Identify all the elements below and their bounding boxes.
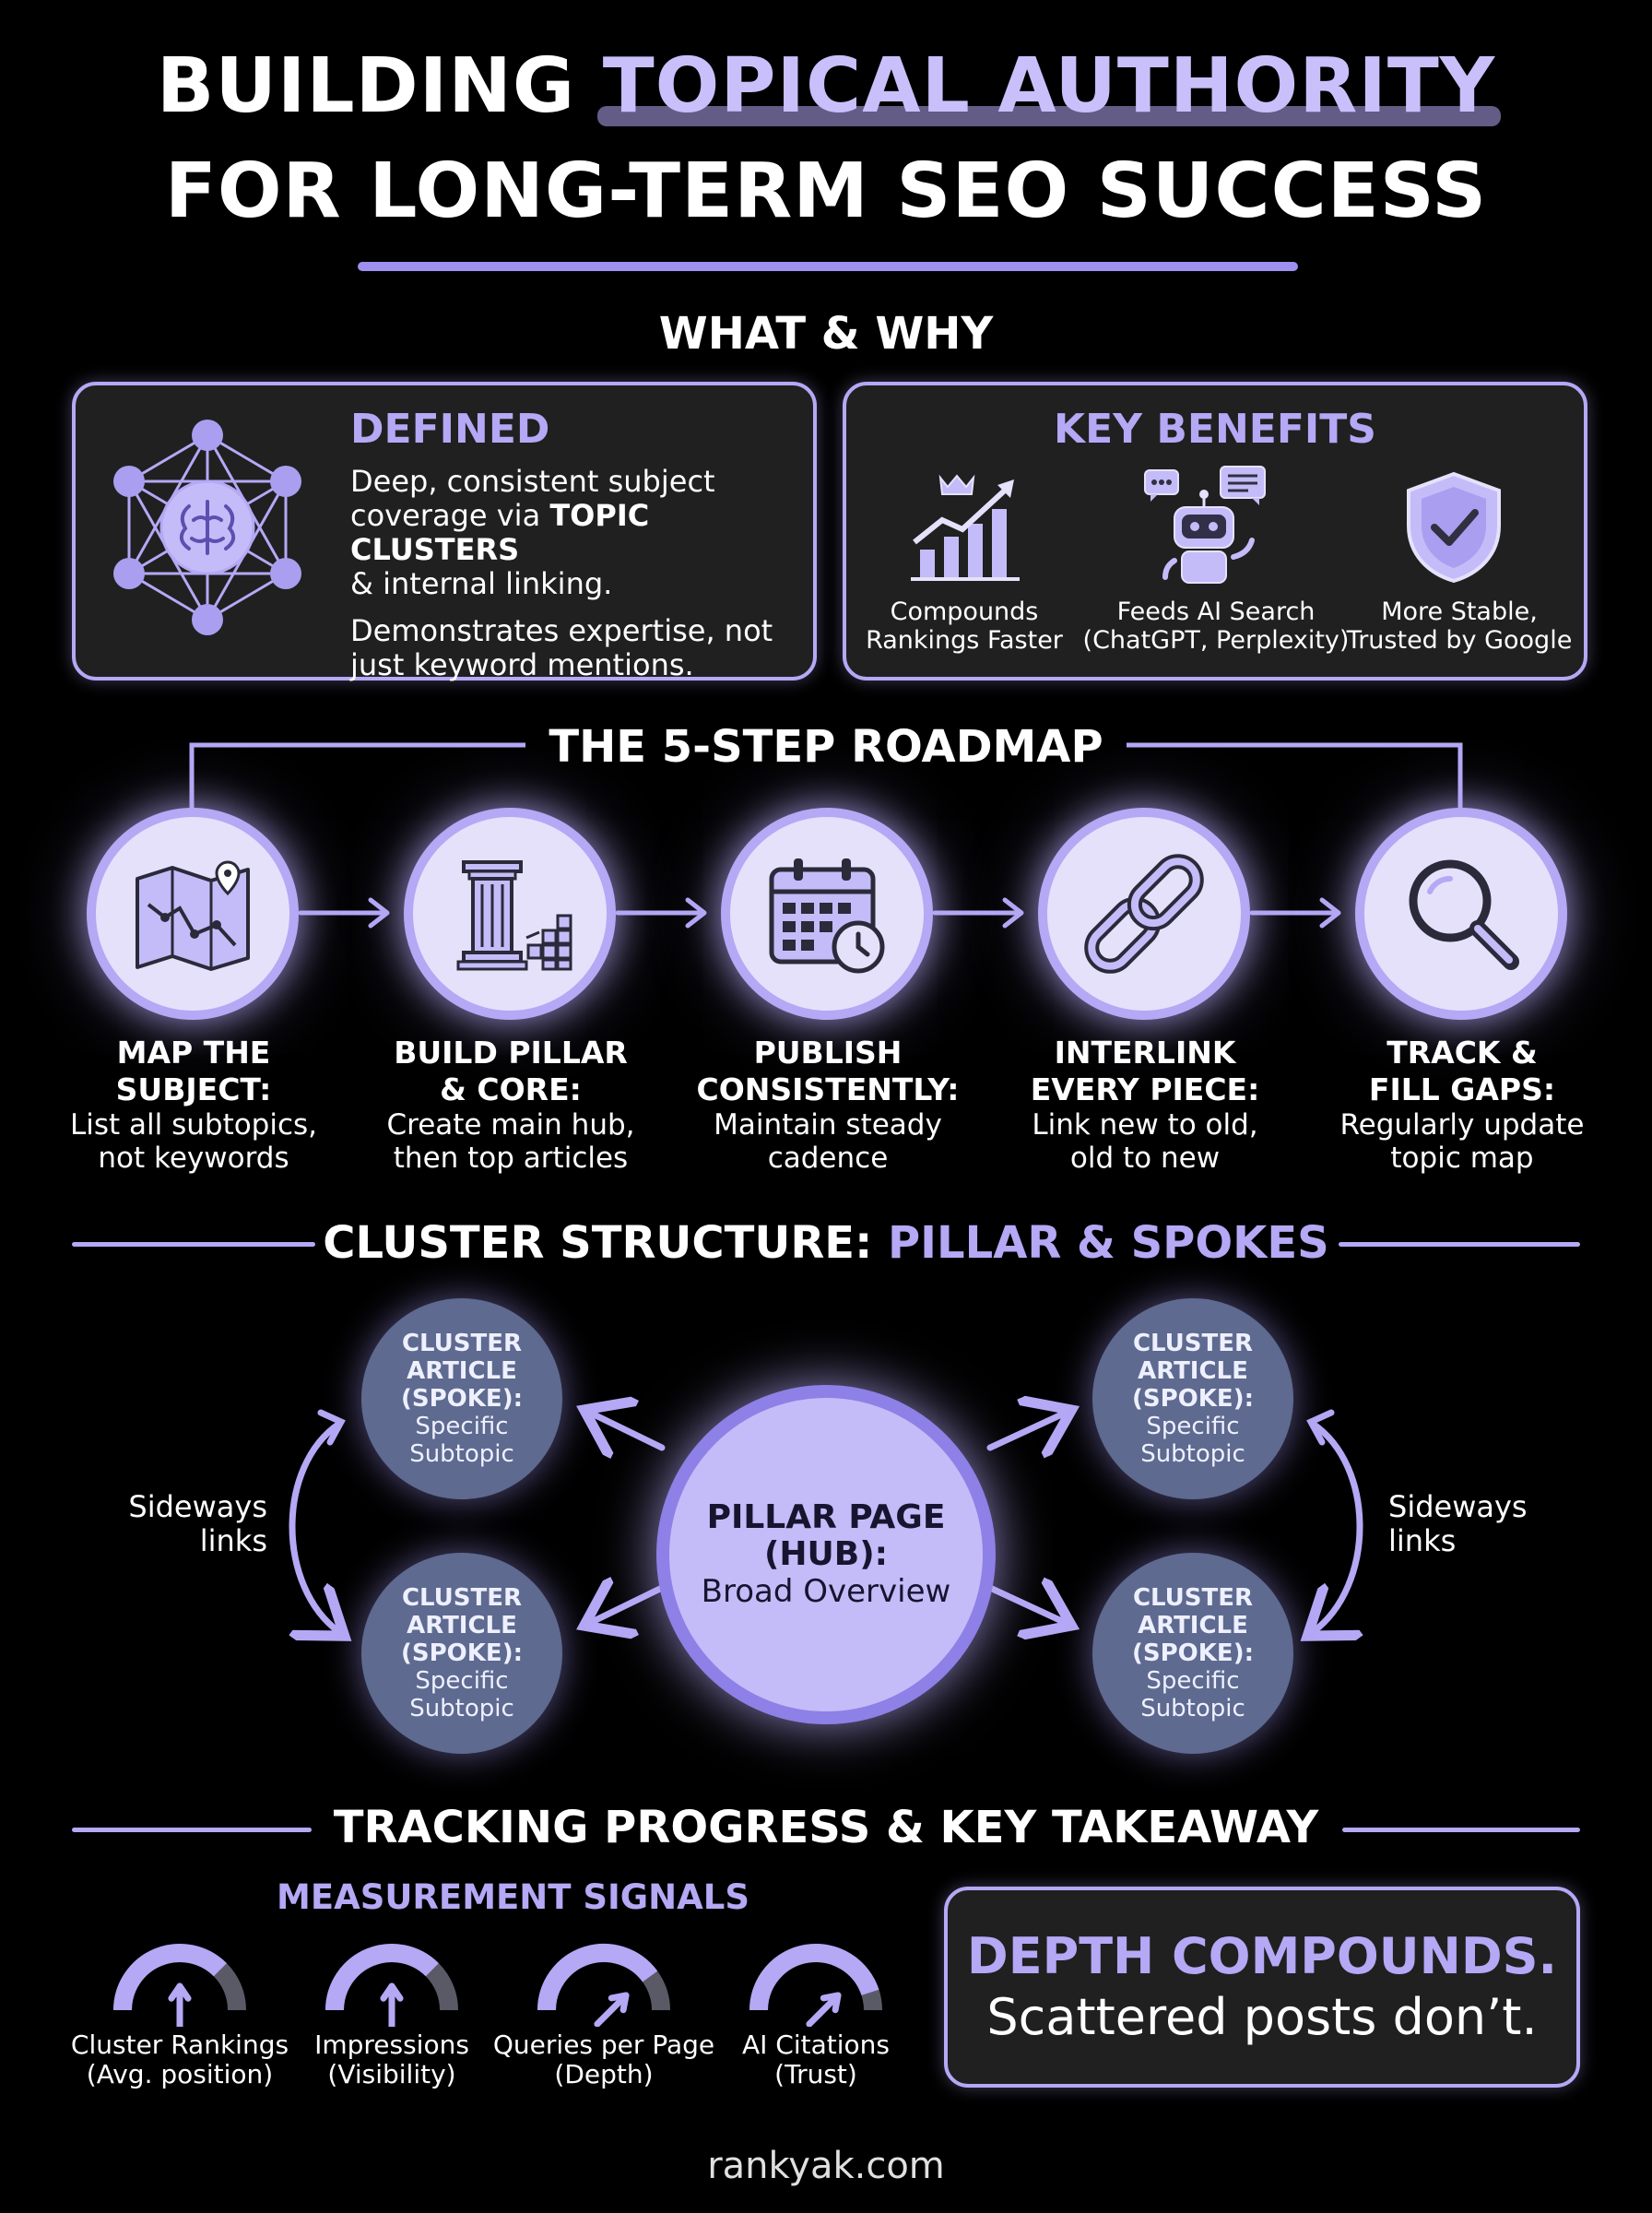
- spoke-bottom-left: CLUSTER ARTICLE (SPOKE): Specific Subtop…: [361, 1553, 562, 1754]
- defined-panel: DEFINED Deep, consistent subject coverag…: [72, 382, 817, 682]
- gauge-icon: [113, 1944, 246, 2030]
- defined-line-3: & internal linking.: [350, 566, 613, 601]
- pillar-icon: [456, 860, 572, 971]
- measurement-signals-title: MEASUREMENT SIGNALS: [277, 1877, 749, 1917]
- gauge-icon: [537, 1944, 670, 2028]
- title-line-1: BUILDING TOPICAL AUTHORITY: [0, 42, 1652, 130]
- gauge-icon: [749, 1944, 882, 2028]
- spoke-top-right: CLUSTER ARTICLE (SPOKE): Specific Subtop…: [1092, 1298, 1293, 1499]
- sideways-links-left: Sideways links: [128, 1489, 267, 1558]
- tracking-heading: TRACKING PROGRESS & KEY TAKEAWAY: [333, 1802, 1319, 1853]
- defined-text: Deep, consistent subject coverage via TO…: [350, 465, 793, 682]
- takeaway-headline: DEPTH COMPOUNDS.: [966, 1927, 1558, 1985]
- topic-clusters-emphasis: TOPIC CLUSTERS: [350, 498, 650, 567]
- benefit-label-1: Compounds Rankings Faster: [866, 598, 1063, 655]
- gauge-2: Impressions(Visibility): [277, 1935, 507, 2089]
- roadmap-bracket: [189, 742, 1463, 830]
- title-highlight: TOPICAL AUTHORITY: [596, 42, 1502, 130]
- step-1-circle: [87, 808, 299, 1020]
- roadmap-arrows: [298, 897, 1341, 929]
- step-2-circle: [404, 808, 616, 1020]
- map-icon: [136, 860, 250, 971]
- network-brain-icon: [113, 420, 301, 635]
- benefit-label-2: Feeds AI Search (ChatGPT, Perplexity): [1082, 598, 1350, 655]
- growth-chart-icon: [911, 474, 1020, 581]
- gauge-1: Cluster Rankings(Avg. position): [65, 1935, 295, 2089]
- gauge-icon: [325, 1944, 458, 2030]
- benefit-label-3: More Stable, Trusted by Google: [1346, 598, 1573, 655]
- shield-check-icon: [1407, 471, 1501, 584]
- step-4-circle: [1038, 808, 1250, 1020]
- takeaway-subline: Scattered posts don’t.: [986, 1988, 1538, 2046]
- title-underline: [358, 262, 1298, 271]
- defined-line-4: Demonstrates expertise, not: [350, 613, 773, 648]
- spoke-top-left: CLUSTER ARTICLE (SPOKE): Specific Subtop…: [361, 1298, 562, 1499]
- gauge-label: AI Citations(Trust): [741, 2030, 890, 2089]
- step-3-circle: [721, 808, 933, 1020]
- gauge-4: AI Citations(Trust): [701, 1935, 931, 2089]
- step-4-title: INTERLINK EVERY PIECE:: [1030, 1035, 1260, 1107]
- step-5-title: TRACK & FILL GAPS:: [1368, 1035, 1556, 1107]
- spoke-bottom-right: CLUSTER ARTICLE (SPOKE): Specific Subtop…: [1092, 1553, 1293, 1754]
- cluster-rule-right: [1339, 1242, 1580, 1247]
- magnifier-icon: [1409, 859, 1519, 970]
- title-line-2: FOR LONG-TERM SEO SUCCESS: [164, 148, 1488, 235]
- gauge-3: Queries per Page(Depth): [489, 1935, 719, 2089]
- step-1-desc: List all subtopics, not keywords: [69, 1108, 318, 1175]
- gauge-label: Queries per Page(Depth): [492, 2030, 715, 2089]
- step-5-desc: Regularly update topic map: [1339, 1108, 1585, 1175]
- gauge-label: Cluster Rankings(Avg. position): [70, 2030, 289, 2089]
- defined-line-2: coverage via TOPIC CLUSTERS: [350, 498, 650, 567]
- what-why-heading: WHAT & WHY: [658, 308, 994, 360]
- step-1-title: MAP THE SUBJECT:: [115, 1035, 272, 1107]
- key-benefits-panel: KEY BENEFITS Compounds Rankings Faster: [843, 382, 1587, 680]
- calendar-icon: [769, 858, 885, 974]
- sideways-links-right: Sideways links: [1388, 1489, 1528, 1558]
- key-benefits-title: KEY BENEFITS: [1054, 406, 1376, 453]
- gauge-label: Impressions(Visibility): [314, 2030, 469, 2089]
- tracking-rule-right: [1342, 1828, 1580, 1832]
- cluster-heading: CLUSTER STRUCTURE: PILLAR & SPOKES: [323, 1217, 1329, 1269]
- title-prefix: BUILDING: [156, 42, 603, 130]
- tracking-rule-left: [72, 1828, 312, 1832]
- cluster-rule-left: [72, 1242, 315, 1247]
- step-2-desc: Create main hub, then top articles: [386, 1108, 635, 1175]
- cluster-arrows: [0, 1309, 1652, 1789]
- step-3-title: PUBLISH CONSISTENTLY:: [696, 1035, 960, 1107]
- robot-icon: [1144, 466, 1266, 584]
- defined-title: DEFINED: [350, 406, 550, 453]
- footer-domain: rankyak.com: [707, 2145, 945, 2187]
- step-4-desc: Link new to old, old to new: [1032, 1108, 1258, 1175]
- key-takeaway-box: DEPTH COMPOUNDS. Scattered posts don’t.: [944, 1887, 1580, 2088]
- defined-line-5: just keyword mentions.: [350, 647, 694, 682]
- step-5-circle: [1355, 808, 1567, 1020]
- pillar-hub: PILLAR PAGE (HUB): Broad Overview: [656, 1385, 996, 1724]
- roadmap-heading: THE 5-STEP ROADMAP: [549, 721, 1103, 773]
- step-2-title: BUILD PILLAR & CORE:: [394, 1035, 628, 1107]
- defined-line-1: Deep, consistent subject: [350, 464, 715, 499]
- step-3-desc: Maintain steady cadence: [714, 1108, 942, 1175]
- chain-link-icon: [1084, 854, 1204, 974]
